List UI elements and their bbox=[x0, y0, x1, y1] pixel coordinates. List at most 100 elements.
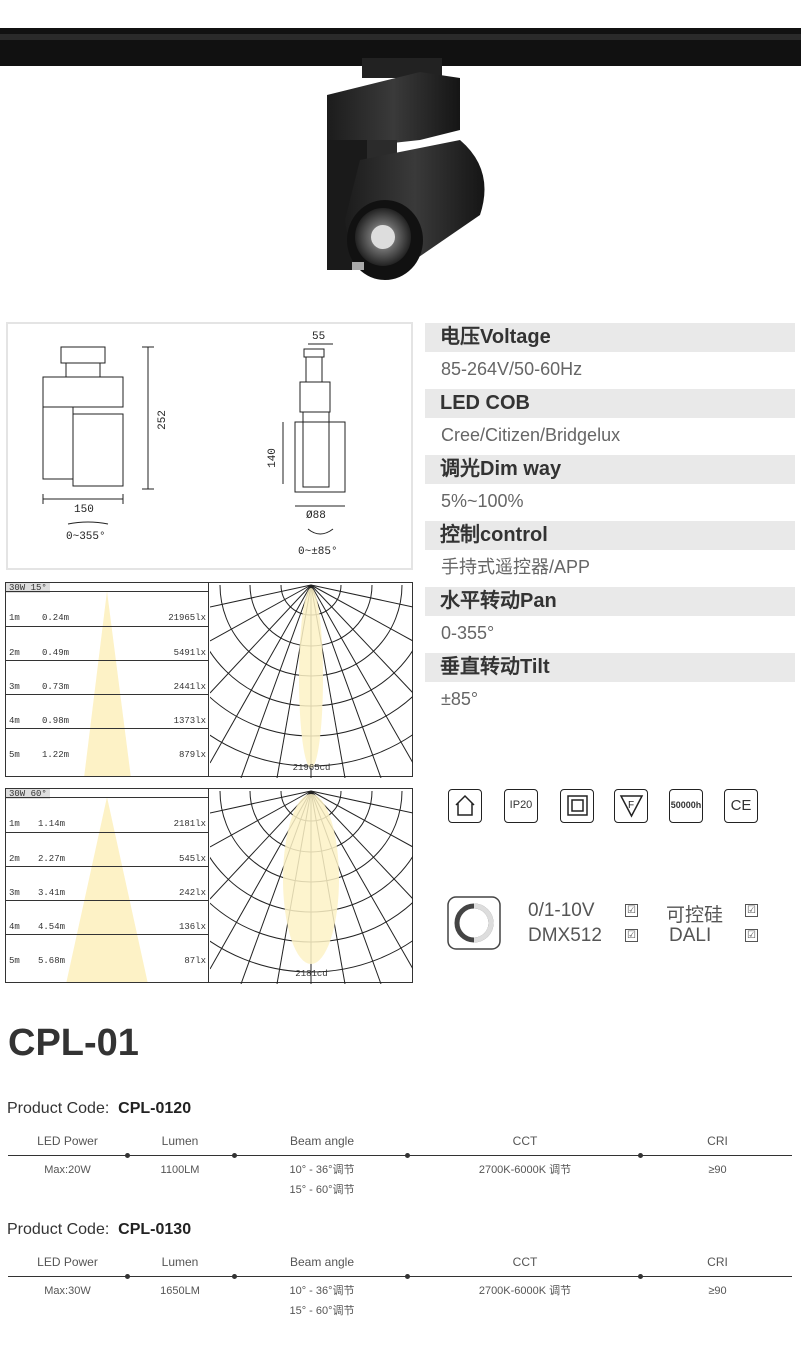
divider-dot bbox=[125, 1153, 130, 1158]
distance: 1m bbox=[9, 819, 20, 829]
radius: 5.68m bbox=[38, 956, 66, 966]
checkbox-icon: ☑ bbox=[625, 929, 638, 942]
illuminance-table: 30W 15° 1m 0.24m 21965lx 2m 0.49m 5491lx… bbox=[6, 583, 209, 776]
spec-control-label: 控制control bbox=[425, 521, 795, 550]
cell-beam-1: 10° - 36°调节 bbox=[289, 1285, 355, 1297]
divider-dot bbox=[405, 1274, 410, 1279]
candela-label: 21965cd bbox=[292, 763, 331, 773]
spec-tilt-label: 垂直转动Tilt bbox=[425, 653, 795, 682]
lux: 242lx bbox=[178, 888, 206, 898]
distance: 3m bbox=[9, 888, 20, 898]
distance: 5m bbox=[9, 956, 20, 966]
checkbox-icon: ☑ bbox=[745, 904, 758, 917]
cell-lumen: 1100LM bbox=[160, 1164, 200, 1176]
lux: 5491lx bbox=[173, 648, 206, 658]
polar-grid bbox=[129, 584, 493, 779]
beam-cone bbox=[84, 591, 131, 776]
dim-option-triac: 可控硅 bbox=[666, 905, 724, 926]
divider-dot bbox=[638, 1274, 643, 1279]
lux-row: 5m 5.68m 87lx bbox=[6, 934, 208, 968]
cell-lumen: 1650LM bbox=[160, 1285, 200, 1297]
spec-table: 电压Voltage 85-264V/50-60Hz LED COB Cree/C… bbox=[425, 323, 795, 719]
side-width-label: 55 bbox=[312, 331, 326, 343]
product-code: CPL-0120 bbox=[118, 1100, 192, 1117]
dimension-lines bbox=[42, 343, 346, 535]
product-photo bbox=[0, 28, 801, 280]
dimensions-drawing: 252 150 0~355° 55 140 Ø88 0~±85° bbox=[6, 322, 413, 570]
lux-row: 1m 1.14m 2181lx bbox=[6, 797, 208, 831]
divider-dot bbox=[405, 1153, 410, 1158]
diameter-label: Ø88 bbox=[306, 510, 326, 522]
pan-label: 0~355° bbox=[66, 531, 106, 543]
lux-row: 3m 3.41m 242lx bbox=[6, 866, 208, 900]
illuminance-table: 30W 60° 1m 1.14m 2181lx 2m 2.27m 545lx 3… bbox=[6, 789, 209, 982]
divider-dot bbox=[232, 1274, 237, 1279]
lux-row: 2m 0.49m 5491lx bbox=[6, 626, 208, 660]
spec-led-label: LED COB bbox=[425, 389, 795, 418]
divider-dot bbox=[232, 1153, 237, 1158]
product-code-title: Product Code: CPL-0130 bbox=[7, 1221, 191, 1239]
lux-row: 5m 1.22m 879lx bbox=[6, 728, 208, 762]
distance: 5m bbox=[9, 750, 20, 760]
divider-dot bbox=[638, 1153, 643, 1158]
spec-dim-label: 调光Dim way bbox=[425, 455, 795, 484]
cell-beam-2: 15° - 60°调节 bbox=[289, 1184, 355, 1196]
dimming-options: 0/1-10V ☑ 可控硅 ☑ DMX512 ☑ DALI ☑ bbox=[447, 896, 792, 956]
ce-badge: CE bbox=[724, 789, 758, 823]
product-code-title: Product Code: CPL-0120 bbox=[7, 1100, 191, 1118]
checkbox-icon: ☑ bbox=[745, 929, 758, 942]
lux: 1373lx bbox=[173, 716, 206, 726]
distance: 2m bbox=[9, 648, 20, 658]
height-label: 252 bbox=[156, 410, 169, 430]
cell-cct: 2700K-6000K 调节 bbox=[478, 1164, 572, 1176]
cell-power: Max:30W bbox=[44, 1285, 91, 1297]
candela-label: 2181cd bbox=[295, 969, 328, 979]
header-cct: CCT bbox=[512, 1255, 538, 1269]
cell-beam-2: 15° - 60°调节 bbox=[289, 1305, 355, 1317]
checkbox-icon: ☑ bbox=[625, 904, 638, 917]
polar-diagram: 21965cd bbox=[129, 583, 493, 779]
indoor-use-icon bbox=[448, 789, 482, 823]
lux: 21965lx bbox=[168, 613, 206, 623]
radius: 0.73m bbox=[42, 682, 70, 692]
lux-row: 4m 0.98m 1373lx bbox=[6, 694, 208, 728]
beam-cone bbox=[66, 797, 148, 982]
radius: 4.54m bbox=[38, 922, 66, 932]
cell-cct: 2700K-6000K 调节 bbox=[478, 1285, 572, 1297]
table-divider bbox=[8, 1155, 792, 1156]
cell-power: Max:20W bbox=[44, 1164, 91, 1176]
lifetime-badge: 50000h bbox=[669, 789, 703, 823]
distance: 2m bbox=[9, 854, 20, 864]
dimmer-icon bbox=[447, 896, 501, 950]
tilt-label: 0~±85° bbox=[298, 546, 338, 558]
f-mark-icon: F bbox=[614, 789, 648, 823]
cell-beam-1: 10° - 36°调节 bbox=[289, 1164, 355, 1176]
lux-row: 3m 0.73m 2441lx bbox=[6, 660, 208, 694]
divider-dot bbox=[125, 1274, 130, 1279]
lux-row: 1m 0.24m 21965lx bbox=[6, 591, 208, 625]
header-led-power: LED Power bbox=[37, 1134, 98, 1148]
photometric-panel-60: 30W 60° 1m 1.14m 2181lx 2m 2.27m 545lx 3… bbox=[5, 788, 493, 985]
radius: 0.24m bbox=[42, 613, 70, 623]
radius: 1.14m bbox=[38, 819, 66, 829]
lux: 879lx bbox=[178, 750, 206, 760]
header-lumen: Lumen bbox=[161, 1255, 199, 1269]
header-beam-angle: Beam angle bbox=[289, 1134, 355, 1148]
header-cri: CRI bbox=[707, 1255, 728, 1269]
lux: 87lx bbox=[184, 956, 206, 966]
cell-cri: ≥90 bbox=[708, 1164, 727, 1176]
class-ii-icon bbox=[560, 789, 594, 823]
lux-row: 2m 2.27m 545lx bbox=[6, 832, 208, 866]
radius: 0.98m bbox=[42, 716, 70, 726]
panel-tag: 30W 60° bbox=[6, 789, 50, 799]
header-cri: CRI bbox=[707, 1134, 728, 1148]
spec-pan-label: 水平转动Pan bbox=[425, 587, 795, 616]
table-divider bbox=[8, 1276, 792, 1277]
header-cct: CCT bbox=[512, 1134, 538, 1148]
header-lumen: Lumen bbox=[161, 1134, 199, 1148]
product-code-label: Product Code: bbox=[7, 1100, 110, 1117]
side-height-label: 140 bbox=[266, 448, 279, 468]
dim-option-0-10v: 0/1-10V bbox=[528, 900, 595, 921]
radius: 3.41m bbox=[38, 888, 66, 898]
radius: 0.49m bbox=[42, 648, 70, 658]
